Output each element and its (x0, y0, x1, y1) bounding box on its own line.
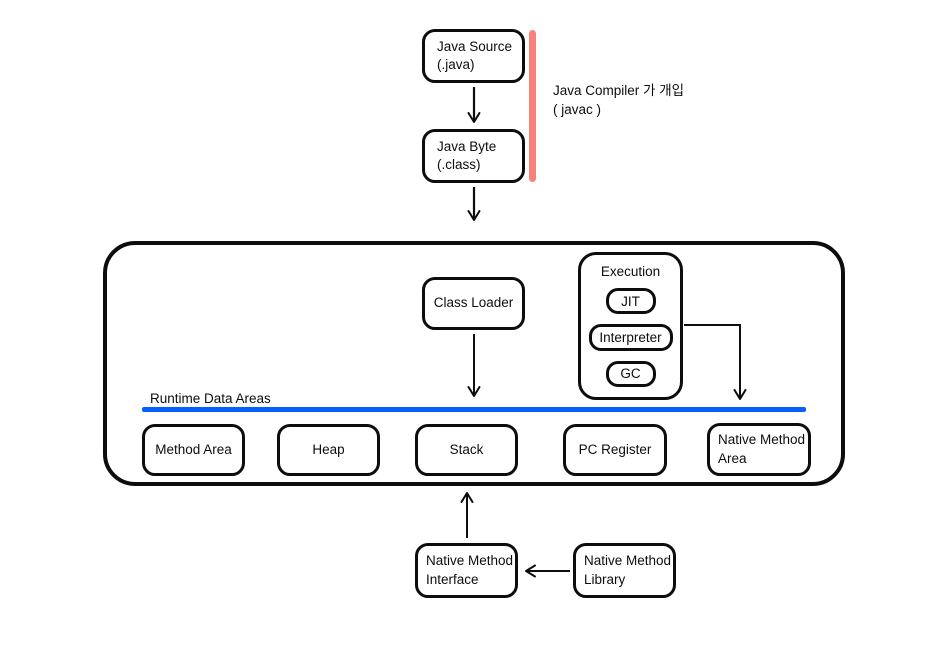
node-native-method-library: Native Method Library (573, 543, 676, 598)
node-label: GC (620, 366, 641, 382)
node-label: Java Source (437, 38, 513, 54)
node-label: (.class) (437, 157, 481, 172)
node-method-area: Method Area (142, 424, 245, 476)
node-class-loader: Class Loader (422, 277, 525, 330)
node-label: Native Method (426, 553, 514, 568)
node-label: Java Byte (437, 138, 497, 154)
node-label: Method Area (155, 441, 232, 457)
node-label: JIT (621, 293, 640, 309)
compiler-phase-bar (529, 30, 536, 182)
node-jit: JIT (605, 288, 656, 315)
node-label: Area (718, 450, 747, 466)
node-label: Native Method (584, 553, 672, 568)
node-label: Interface (426, 571, 479, 587)
node-stack: Stack (415, 424, 518, 476)
node-native-method-area: Native Method Area (707, 423, 811, 476)
node-label: PC Register (578, 441, 652, 457)
node-label: Execution (600, 264, 661, 279)
compiler-note-line: Java Compiler 가 개입 (553, 83, 685, 98)
compiler-note-line: ( javac ) (553, 101, 602, 117)
runtime-data-areas-label: Runtime Data Areas (150, 391, 271, 406)
compiler-note: Java Compiler 가 개입 ( javac ) (553, 82, 684, 119)
node-label: Native Method (718, 432, 806, 447)
node-native-method-interface: Native Method Interface (415, 543, 518, 598)
node-label: (.java) (437, 57, 475, 72)
runtime-data-areas-divider (142, 407, 806, 412)
node-label: Library (584, 571, 626, 587)
node-label: Class Loader (433, 295, 514, 311)
node-execution-engine: Execution JIT Interpreter GC (578, 252, 683, 400)
node-label: Heap (312, 441, 345, 457)
jvm-container-box (103, 241, 845, 486)
node-java-source: Java Source (.java) (422, 29, 525, 83)
node-interpreter: Interpreter (588, 324, 673, 351)
node-label: Interpreter (599, 329, 662, 345)
node-label: Stack (449, 441, 484, 457)
node-heap: Heap (277, 424, 380, 476)
node-pc-register: PC Register (563, 424, 667, 476)
node-gc: GC (605, 360, 656, 387)
node-java-byte: Java Byte (.class) (422, 129, 525, 183)
